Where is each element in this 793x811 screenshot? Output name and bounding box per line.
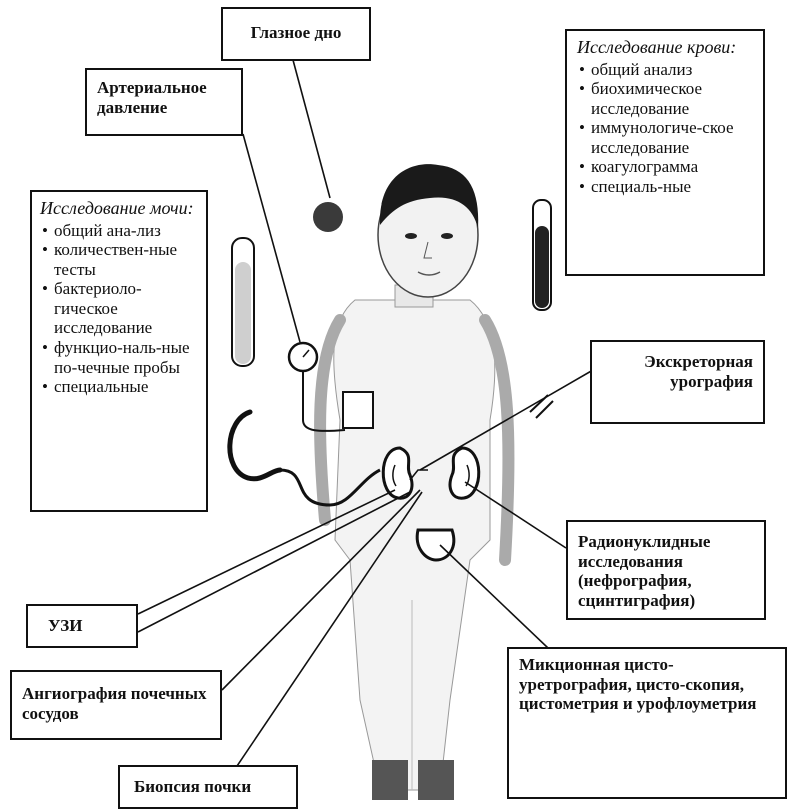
blood-test-item: коагулограмма [577,157,757,177]
micturition-label-text: Микционная цисто-уретрография, цисто-ско… [519,655,756,713]
blood-tests-box: Исследование крови: общий анализ биохими… [565,29,765,276]
biopsy-label-text: Биопсия почки [134,777,251,796]
urine-tube-icon [232,238,254,366]
blood-test-item: общий анализ [577,60,757,80]
fundus-label: Глазное дно [221,7,371,61]
child-figure [320,164,508,800]
urography-label-text: Экскреторная урография [644,352,753,391]
urine-tests-title: Исследование мочи: [40,198,200,219]
blood-test-item: иммунологиче-ское исследование [577,118,757,157]
urine-test-item: специальные [40,377,200,397]
urine-test-item: количествен-ные тесты [40,240,200,279]
blood-tests-title: Исследование крови: [577,37,757,58]
blood-pressure-label-text: Артериальное давление [97,78,207,117]
urography-label: Экскреторная урография [590,340,765,424]
uzi-label: УЗИ [26,604,138,648]
urine-test-item: общий ана-лиз [40,221,200,241]
blood-tube-icon [533,200,551,310]
angiography-label-text: Ангиография почечных сосудов [22,684,207,723]
blood-test-item: специаль-ные [577,177,757,197]
urine-tests-box: Исследование мочи: общий ана-лиз количес… [30,190,208,512]
radionuclide-label-text: Радионуклидные исследования (нефрография… [578,532,710,610]
blood-tests-list: общий анализ биохимическое исследование … [577,60,757,197]
urine-test-item: бактериоло-гическое исследование [40,279,200,338]
blood-test-item: биохимическое исследование [577,79,757,118]
angiography-label: Ангиография почечных сосудов [10,670,222,740]
urine-tests-list: общий ана-лиз количествен-ные тесты бакт… [40,221,200,397]
catheter-icon [530,395,553,418]
fundus-icon [313,202,343,232]
urine-test-item: функцио-наль-ные по-чечные пробы [40,338,200,377]
uzi-label-text: УЗИ [48,616,82,635]
biopsy-label: Биопсия почки [118,765,298,809]
radionuclide-label: Радионуклидные исследования (нефрография… [566,520,766,620]
fundus-label-text: Глазное дно [251,23,342,42]
blood-pressure-label: Артериальное давление [85,68,243,136]
micturition-label: Микционная цисто-уретрография, цисто-ско… [507,647,787,799]
